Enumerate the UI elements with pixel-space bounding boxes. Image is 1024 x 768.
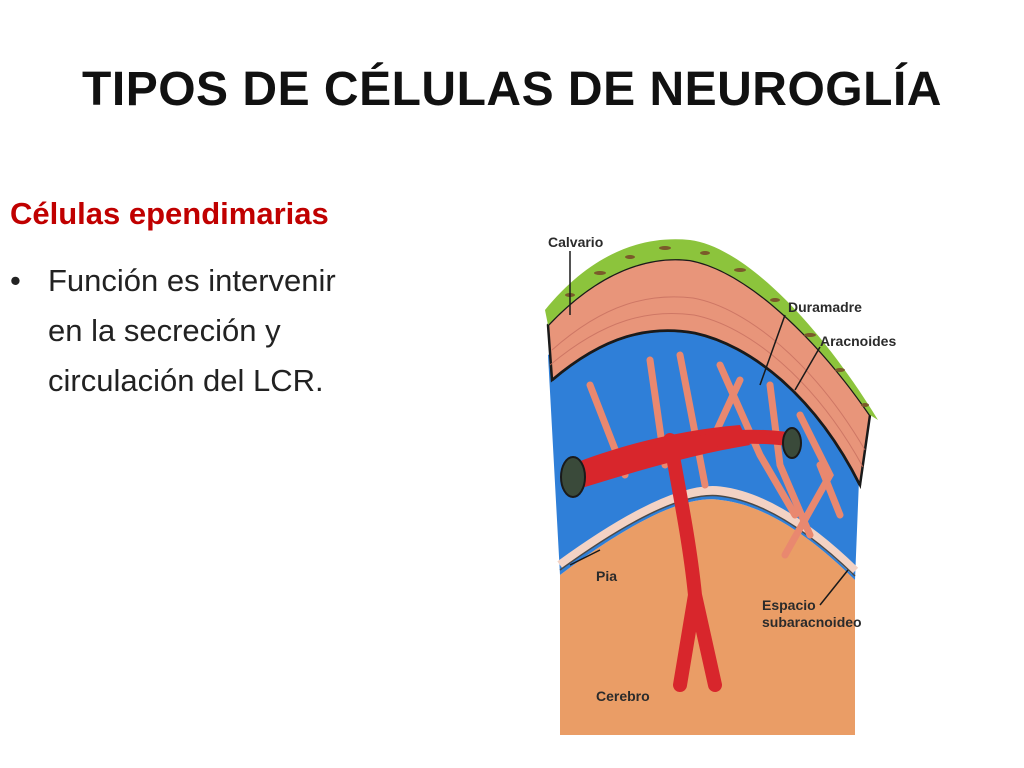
bullet-marker: • (10, 263, 21, 298)
pia-layer (557, 486, 859, 575)
label-aracnoides: Aracnoides (820, 333, 896, 349)
label-duramadre: Duramadre (788, 299, 862, 315)
meninges-diagram: Calvario Duramadre Aracnoides Pia Espaci… (545, 234, 896, 735)
calvario-dots (565, 246, 869, 407)
cerebro-region (560, 499, 855, 735)
label-espacio: Espacio (762, 597, 816, 613)
label-subaracnoideo: subaracnoideo (762, 614, 862, 630)
label-cerebro: Cerebro (596, 688, 650, 704)
duramadre-layer (546, 257, 872, 490)
bullet-text: Función es intervenir en la secreción y … (48, 263, 336, 398)
blood-vessel (560, 425, 802, 692)
bullet-list: • Función es intervenir en la secreción … (10, 256, 460, 406)
calvario-layer (545, 239, 878, 420)
section-subtitle: Células ependimarias (10, 196, 329, 231)
label-calvario: Calvario (548, 234, 603, 250)
slide-title: TIPOS DE CÉLULAS DE NEUROGLÍA (82, 63, 942, 116)
bullet-item: • Función es intervenir en la secreción … (10, 256, 460, 406)
label-pia: Pia (596, 568, 617, 584)
